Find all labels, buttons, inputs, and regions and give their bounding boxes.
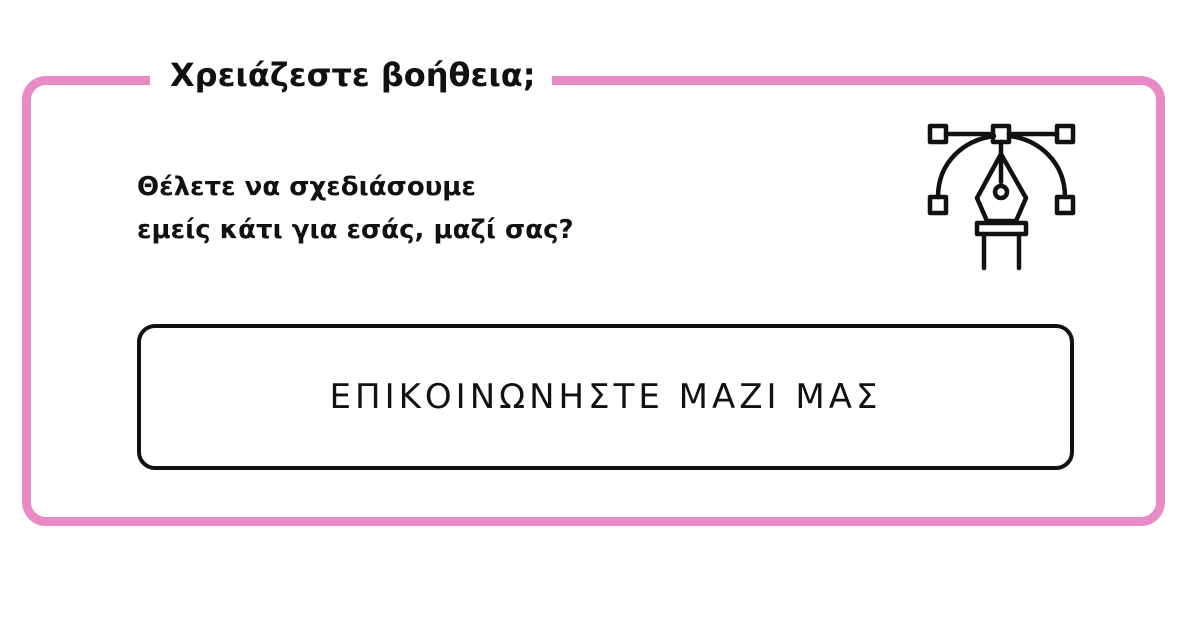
help-question: Θέλετε να σχεδιάσουμε εμείς κάτι για εσά…	[137, 166, 757, 252]
pen-tool-bezier-icon	[927, 123, 1076, 271]
help-card-frame	[22, 76, 1165, 526]
help-question-line-1: Θέλετε να σχεδιάσουμε	[137, 172, 476, 202]
help-card-title: Χρειάζεστε βοήθεια;	[150, 52, 552, 98]
contact-us-button[interactable]: ΕΠΙΚΟΙΝΩΝΗΣΤΕ ΜΑΖΙ ΜΑΣ	[137, 324, 1074, 470]
help-question-line-2: εμείς κάτι για εσάς, μαζί σας?	[137, 215, 574, 245]
contact-us-button-label: ΕΠΙΚΟΙΝΩΝΗΣΤΕ ΜΑΖΙ ΜΑΣ	[329, 377, 882, 417]
